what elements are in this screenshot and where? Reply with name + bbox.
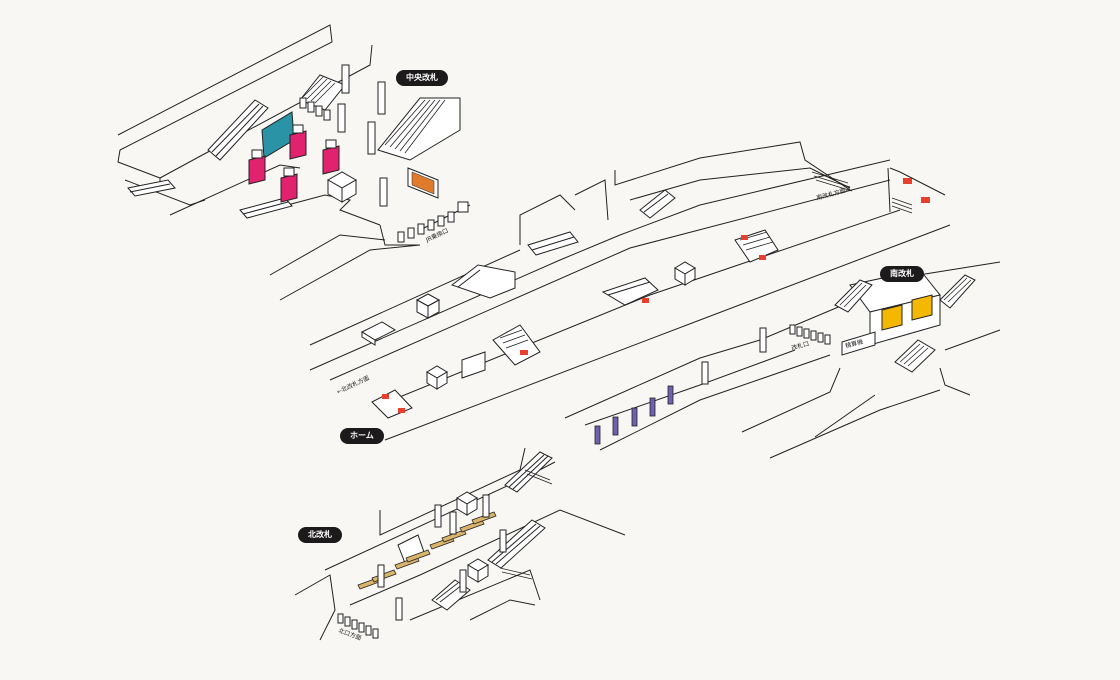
stairs-platform-e — [891, 197, 913, 214]
pillar-south-2 — [701, 361, 709, 385]
pillars-north — [377, 494, 507, 621]
escalator-north-2 — [487, 519, 546, 580]
tag-north-gate: 北改札 — [298, 527, 342, 543]
label-exit: 改札口 — [790, 340, 809, 352]
fare-adjust-booth: 精算機 — [841, 331, 876, 356]
label-to-north-gate: ←北改札方面 — [335, 374, 370, 396]
escalator-north-1 — [504, 451, 553, 493]
stairs-platform-sw — [371, 389, 413, 419]
central-gate-area: JR乗換口 — [117, 24, 471, 301]
label-to-south-gate: 南改札方面→ — [815, 185, 851, 202]
ticket-gates-south — [789, 324, 831, 345]
board-platform — [461, 351, 486, 379]
label-jr-transfer: JR乗換口 — [424, 226, 450, 244]
tag-platform: ホーム — [340, 428, 384, 444]
pillars-central — [337, 64, 388, 207]
tag-central-gate: 中央改札 — [396, 70, 448, 86]
tag-south-gate: 南改札 — [880, 266, 924, 282]
escalator-platform-2 — [527, 231, 579, 256]
stairs-south-3 — [894, 339, 936, 373]
purple-pillars — [594, 385, 674, 445]
kiosk-north-1 — [456, 491, 478, 516]
ticket-gates-central — [299, 97, 331, 121]
pillar-south-1 — [759, 327, 767, 353]
kiosk-platform-1 — [415, 293, 441, 319]
kiosk-cube-central — [326, 171, 358, 203]
escalator-central — [207, 99, 269, 161]
lockers-central — [248, 124, 340, 203]
escalator-platform-1 — [639, 189, 676, 219]
ticket-machine-central — [407, 167, 439, 199]
escalator-platform-5 — [492, 324, 541, 366]
escalator-platform-3 — [450, 264, 516, 299]
stairs-central — [377, 97, 461, 161]
stairs-platform-mid — [734, 229, 779, 263]
escalator-platform-4 — [601, 277, 659, 306]
ticket-gates-north — [337, 613, 379, 639]
kiosk-platform-2 — [674, 261, 696, 286]
stairs-platform-ne — [811, 171, 853, 192]
stairs-south — [834, 279, 873, 313]
kiosk-north-2 — [467, 558, 489, 583]
kiosk-platform-3 — [426, 365, 448, 390]
platform-area: 南改札方面→ ←北改札方面 — [309, 141, 951, 441]
info-display-central — [261, 111, 295, 159]
escalator-left-2 — [239, 197, 293, 219]
bench-box-1 — [360, 321, 397, 346]
jr-transfer-gates — [397, 201, 469, 243]
marker-red-2 — [921, 197, 930, 203]
escalator-left-1 — [127, 179, 176, 197]
stairs-south-2 — [939, 274, 976, 309]
north-gate-area: 北口方面 — [294, 447, 626, 642]
marker-red-1 — [903, 178, 912, 184]
